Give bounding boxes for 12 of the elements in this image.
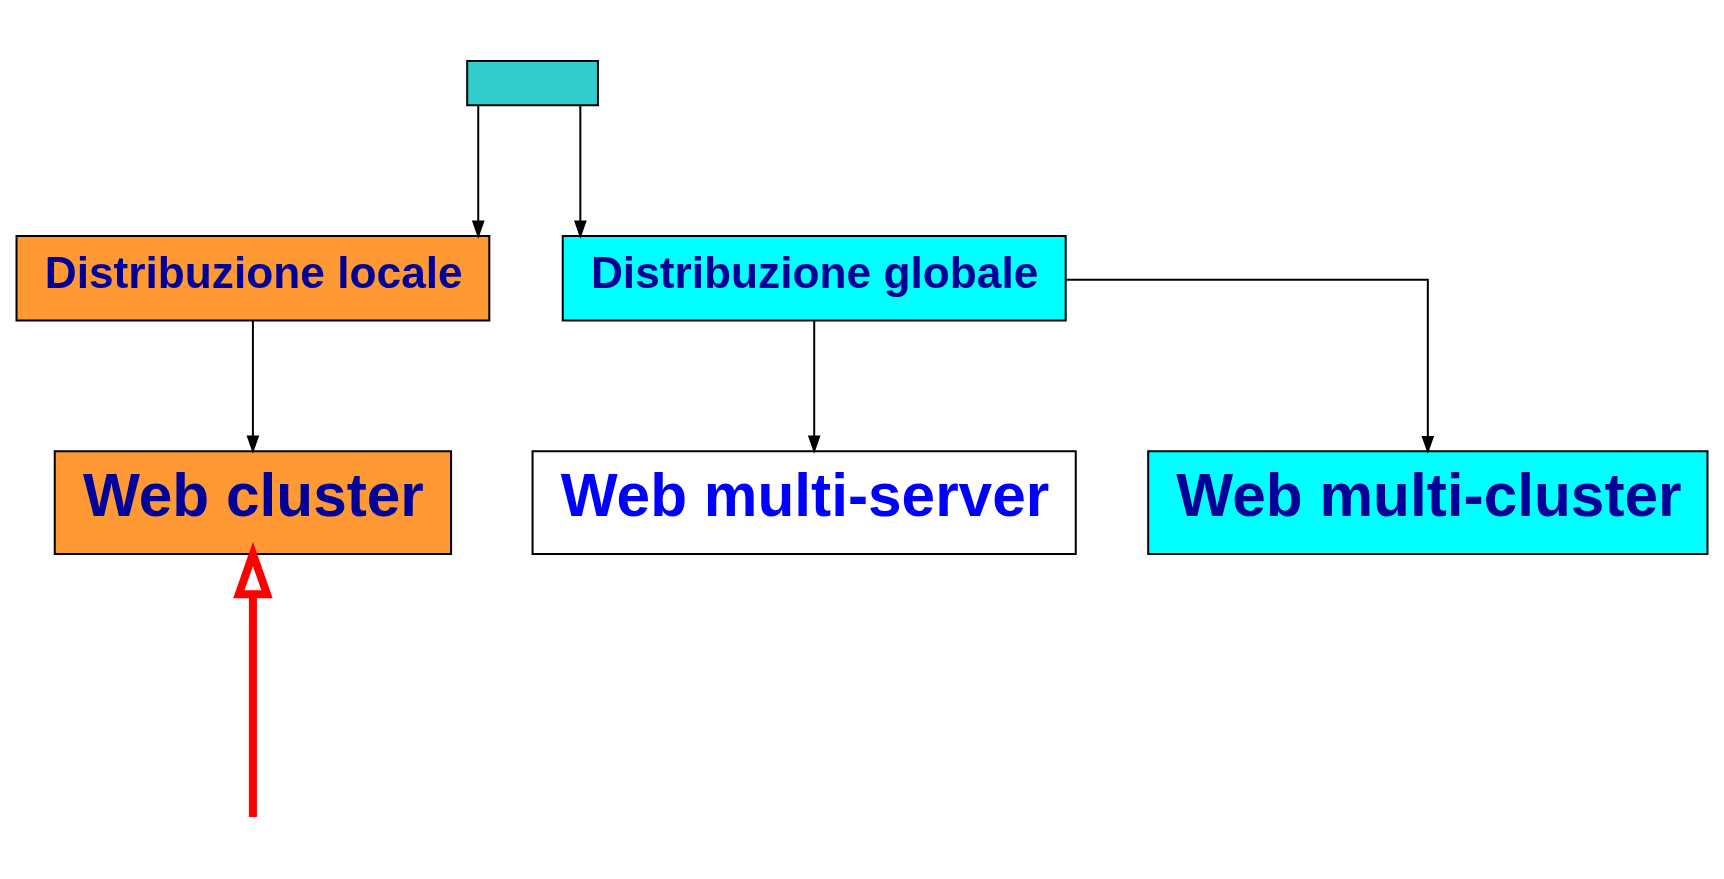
node-box: Web multi-cluster [1147,449,1709,555]
node-box: Web multi-server [531,449,1077,555]
node-box: Distribuzione globale [561,234,1067,322]
arrow [574,105,587,239]
arrow [1066,278,1435,454]
arrow [233,541,273,817]
node-box: Distribuzione locale [15,234,491,322]
node-box: Web cluster [53,449,453,555]
arrow [471,105,485,239]
arrow [807,320,821,454]
arrow [246,320,260,454]
node-box [466,59,599,106]
